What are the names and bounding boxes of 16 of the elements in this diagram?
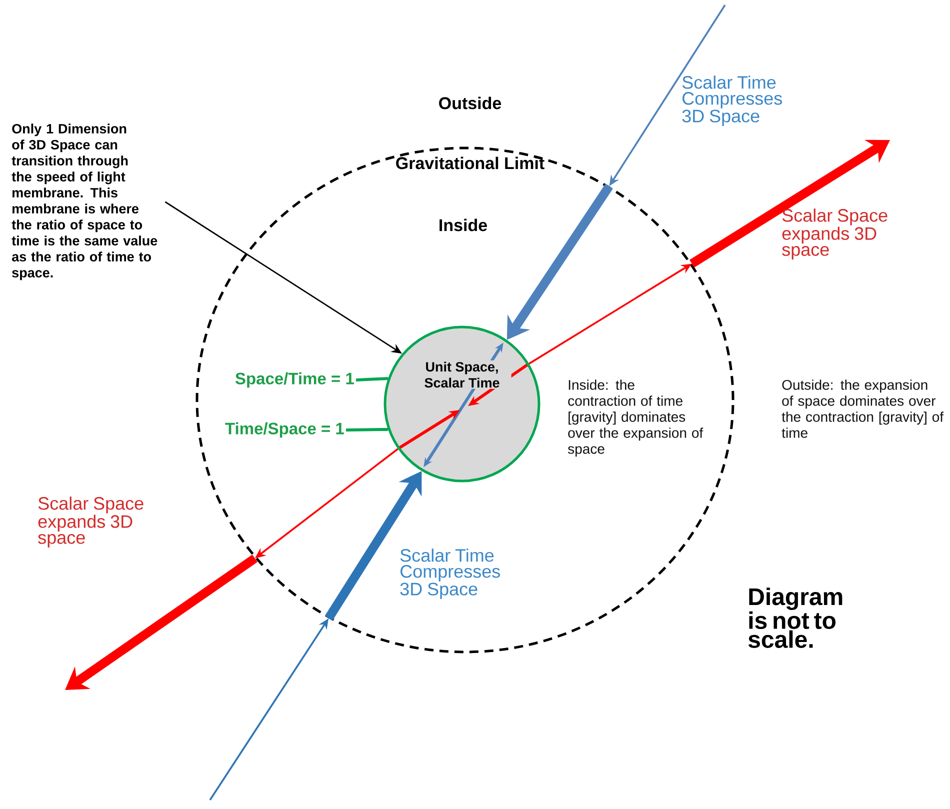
region-label: Gravitational Limit	[396, 156, 544, 170]
ratio-label: Space/Time = 1	[235, 372, 354, 388]
ratio-label: Time/Space = 1	[225, 422, 344, 438]
arrow-caption: Scalar Time Compresses 3D Space	[682, 76, 782, 126]
arrow-caption: Scalar Space expands 3D space	[38, 496, 144, 548]
arrow-caption: Scalar Time Compresses 3D Space	[400, 548, 500, 599]
scale-note: Diagram is not to scale.	[748, 588, 842, 648]
annotation-text: Only 1 Dimension of 3D Space can transition through the speed of light membrane. This membrane is where the ratio of space to time is the same value as the ratio of time to space.	[12, 124, 158, 280]
note-text: Inside: the contraction of time [gravity] dominates over the expansion of space	[568, 380, 704, 457]
gravitational-limit-circle	[196, 146, 734, 654]
arrow-caption: Scalar Space expands 3D space	[782, 208, 888, 260]
connector-line	[356, 377, 388, 382]
connector-line	[346, 428, 388, 432]
region-label: Inside	[440, 218, 487, 232]
note-text: Outside: the expansion of space dominates over the contraction [gravity] of time	[782, 380, 944, 438]
region-label: Outside	[439, 96, 502, 110]
